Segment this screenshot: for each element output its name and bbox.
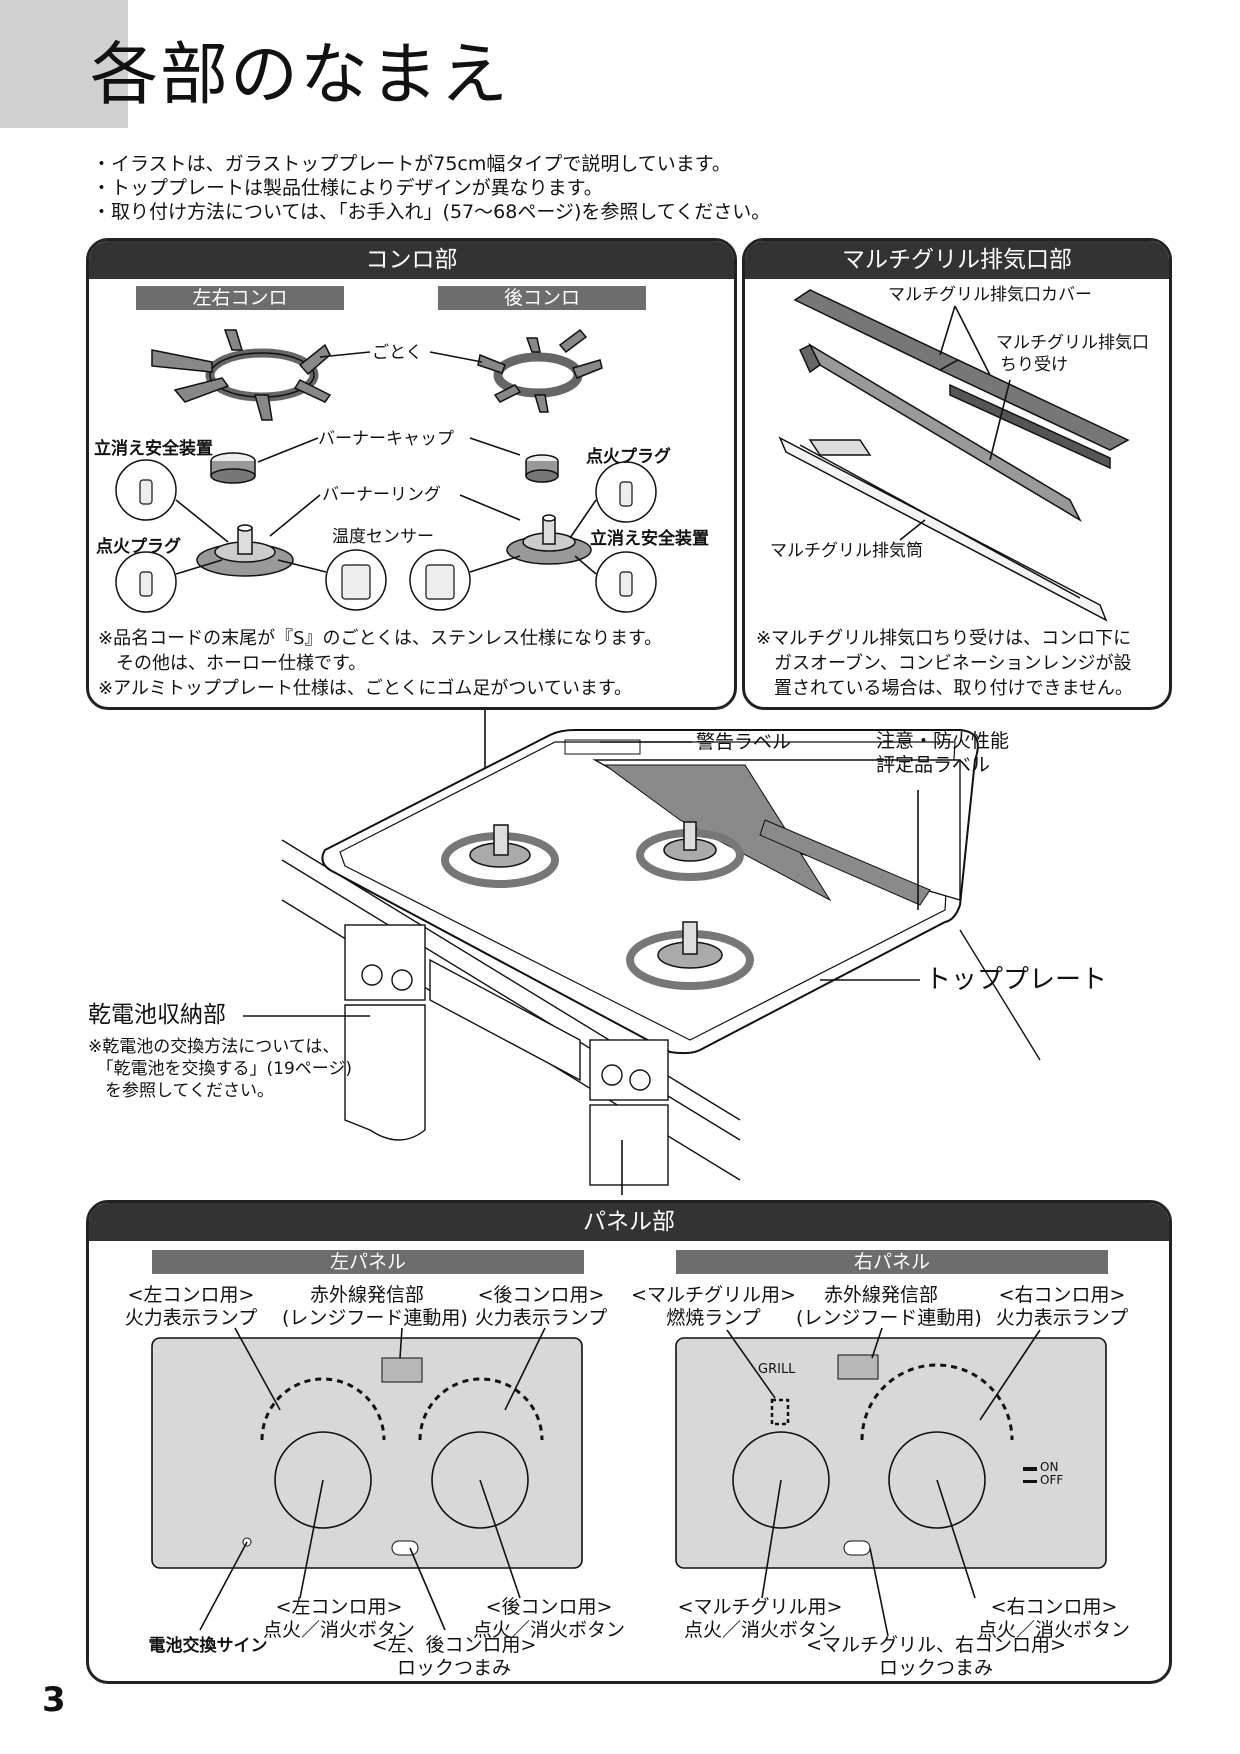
burner-cap-rear-drawing (525, 454, 559, 483)
label-rear-button-2: 点火／消火ボタン (472, 1619, 625, 1641)
burner-rear-drawing (506, 514, 592, 565)
label-burner-ring: バーナーリング (322, 485, 441, 505)
label-grill-button-1: <マルチグリル用> (677, 1596, 843, 1618)
label-burner-cap: バーナーキャップ (318, 429, 454, 449)
intro-bullets: ・イラストは、ガラストッププレートが75cm幅タイプで説明しています。 ・トップ… (92, 152, 770, 224)
label-grill-lamp-2: 燃焼ランプ (666, 1307, 761, 1329)
grill-text: GRILL (758, 1362, 796, 1377)
panel-header: パネル部 (89, 1203, 1169, 1241)
label-left-lamp-2: 火力表示ランプ (124, 1307, 258, 1329)
konro-header: コンロ部 (89, 241, 734, 279)
label-grill-tray-2: ちり受け (1000, 355, 1068, 375)
on-text: ON (1040, 1460, 1059, 1474)
label-ir-left: 赤外線発信部 (レンジフード連動用) (282, 1284, 468, 1330)
battery-note-2: 「乾電池を交換する」(19ページ) (88, 1059, 353, 1079)
off-text: OFF (1040, 1473, 1064, 1487)
corner-tab (0, 0, 128, 128)
subhead-rear-konro: 後コンロ (438, 286, 646, 310)
label-ir-right-1: 赤外線発信部 (823, 1284, 938, 1306)
label-grill-button: <マルチグリル用> 点火／消火ボタン (670, 1596, 850, 1642)
grill-note-1: ※マルチグリル排気口ちり受けは、コンロ下に (756, 628, 1132, 649)
label-lock-left: <左、後コンロ用> ロックつまみ (354, 1634, 554, 1680)
burner-left-main (441, 824, 559, 888)
label-lock-right-1: <マルチグリル、右コンロ用> (806, 1634, 1066, 1656)
label-left-button-1: <左コンロ用> (275, 1596, 403, 1618)
label-caution-2: 評定品ラベル (876, 754, 991, 776)
grill-note-2: ガスオーブン、コンビネーションレンジが設 (756, 653, 1132, 674)
label-left-lamp: <左コンロ用> 火力表示ランプ (116, 1284, 266, 1330)
label-caution-1: 注意・防火性能 (876, 730, 1010, 752)
label-gotoku: ごとく (372, 343, 423, 363)
label-rear-lamp: <後コンロ用> 火力表示ランプ (466, 1284, 616, 1330)
label-lock-left-1: <左、後コンロ用> (371, 1634, 537, 1656)
label-grill-lamp: <マルチグリル用> 燃焼ランプ (626, 1284, 801, 1330)
burner-right-main (626, 921, 754, 990)
gotoku-rear-drawing (477, 328, 603, 413)
page-number: 3 (42, 1680, 66, 1720)
label-right-lamp: <右コンロ用> 火力表示ランプ (982, 1284, 1142, 1330)
label-rear-lamp-1: <後コンロ用> (477, 1284, 605, 1306)
label-grill-tube: マルチグリル排気筒 (770, 541, 923, 561)
label-battery: 乾電池収納部 (88, 1002, 226, 1028)
label-ir-left-2: (レンジフード連動用) (282, 1307, 468, 1329)
gotoku-left-drawing (151, 329, 332, 421)
label-ignition-right: 点火プラグ (586, 447, 671, 467)
subhead-left-panel: 左パネル (152, 1250, 584, 1274)
label-left-button: <左コンロ用> 点火／消火ボタン (254, 1596, 424, 1642)
label-ir-right-2: (レンジフード連動用) (796, 1307, 982, 1329)
label-warning: 警告ラベル (696, 731, 792, 753)
subhead-left-right-konro: 左右コンロ (136, 286, 344, 310)
label-ir-left-1: 赤外線発信部 (309, 1284, 424, 1306)
label-right-lamp-1: <右コンロ用> (998, 1284, 1126, 1306)
burner-cap-left-drawing (210, 452, 256, 484)
label-ignition-left: 点火プラグ (96, 537, 181, 557)
subhead-right-panel: 右パネル (676, 1250, 1108, 1274)
label-temp-sensor: 温度センサー (332, 527, 434, 547)
label-lock-right-2: ロックつまみ (878, 1657, 993, 1679)
label-safety-right: 立消え安全装置 (590, 529, 709, 549)
label-rear-lamp-2: 火力表示ランプ (474, 1307, 608, 1329)
label-rear-button-1: <後コンロ用> (485, 1596, 613, 1618)
battery-note-1: ※乾電池の交換方法については、 (88, 1037, 340, 1057)
bullet-3: ・取り付け方法については、「お手入れ」(57〜68ページ)を参照してください。 (92, 201, 771, 223)
label-right-button-1: <右コンロ用> (990, 1596, 1118, 1618)
battery-note-3: を参照してください。 (88, 1081, 274, 1101)
konro-note-2: その他は、ホーロー仕様です。 (98, 653, 367, 674)
label-right-button: <右コンロ用> 点火／消火ボタン (964, 1596, 1144, 1642)
label-grill-lamp-1: <マルチグリル用> (631, 1284, 796, 1306)
label-left-button-2: 点火／消火ボタン (262, 1619, 415, 1641)
konro-note-3: ※アルミトッププレート仕様は、ごとくにゴム足がついています。 (98, 678, 633, 699)
label-safety-left: 立消え安全装置 (94, 439, 213, 459)
label-lock-left-2: ロックつまみ (396, 1657, 511, 1679)
multigrill-section: マルチグリル排気口部 (742, 238, 1172, 710)
label-rear-button: <後コンロ用> 点火／消火ボタン (464, 1596, 634, 1642)
burner-rear-main (636, 821, 744, 881)
label-battery-sign: 電池交換サイン (148, 1636, 268, 1656)
konro-note-1: ※品名コードの末尾が『S』のごとくは、ステンレス仕様になります。 (98, 628, 663, 649)
label-grill-button-2: 点火／消火ボタン (683, 1619, 836, 1641)
page-title: 各部のなまえ (90, 36, 511, 115)
bullet-2: ・トッププレートは製品仕様によりデザインが異なります。 (92, 177, 603, 199)
label-top-plate: トッププレート (925, 965, 1108, 995)
label-left-lamp-1: <左コンロ用> (127, 1284, 255, 1306)
grill-note-3: 置されている場合は、取り付けできません。 (756, 678, 1133, 699)
label-right-button-2: 点火／消火ボタン (977, 1619, 1130, 1641)
label-grill-tray-1: マルチグリル排気口 (996, 333, 1149, 353)
multigrill-header: マルチグリル排気口部 (745, 241, 1169, 279)
label-right-lamp-2: 火力表示ランプ (995, 1307, 1129, 1329)
bullet-1: ・イラストは、ガラストッププレートが75cm幅タイプで説明しています。 (92, 153, 731, 175)
label-lock-right: <マルチグリル、右コンロ用> ロックつまみ (796, 1634, 1076, 1680)
label-grill-cover: マルチグリル排気口カバー (888, 285, 1092, 305)
label-ir-right: 赤外線発信部 (レンジフード連動用) (796, 1284, 982, 1330)
burner-left-drawing (196, 524, 294, 577)
